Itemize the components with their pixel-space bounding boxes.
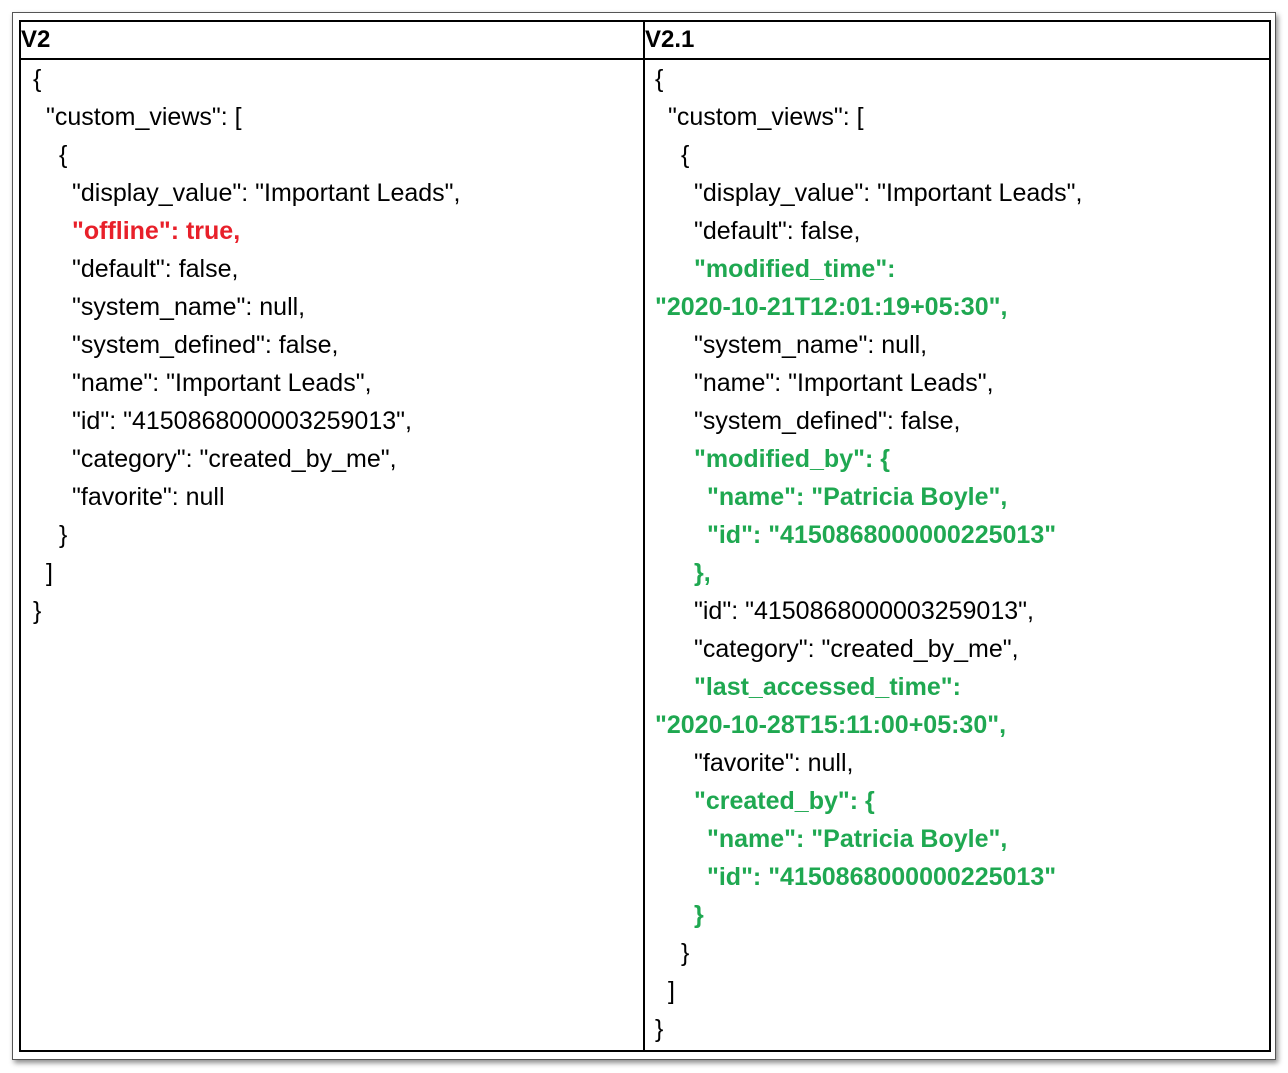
v2-1-code-line: }, xyxy=(694,559,711,587)
v2-1-code-line: "name": "Patricia Boyle", xyxy=(707,825,1008,853)
v2-1-code-line: "custom_views": [ xyxy=(668,103,864,131)
v2-code-line: { xyxy=(33,65,42,93)
v2-1-code-line: { xyxy=(655,65,664,93)
v2-1-code-line: "favorite": null, xyxy=(694,749,854,777)
v2-code-line: "custom_views": [ xyxy=(46,103,242,131)
v2-1-code-line: "last_accessed_time": xyxy=(694,673,961,701)
v2-1-code-line: "id": "4150868000000225013" xyxy=(707,863,1057,891)
header-row: V2 V2.1 xyxy=(19,20,1271,60)
v2-1-code-line: "name": "Important Leads", xyxy=(694,369,994,397)
v2-1-code-line: } xyxy=(655,1015,664,1043)
v2-code-line: "system_defined": false, xyxy=(72,331,339,359)
v2-1-code-line: "2020-10-21T12:01:19+05:30", xyxy=(655,293,1008,321)
v2-1-code-line: ] xyxy=(668,977,675,1005)
v2-1-code-line: "modified_time": xyxy=(694,255,896,283)
v2-code-line: ] xyxy=(46,559,53,587)
v2-1-code-line: "name": "Patricia Boyle", xyxy=(707,483,1008,511)
v2-1-code-line: "display_value": "Important Leads", xyxy=(694,179,1083,207)
comparison-frame: V2 V2.1 {"custom_views": [{"display_valu… xyxy=(12,12,1276,1060)
v2-1-code-line: { xyxy=(681,141,690,169)
v2-code-line: "offline": true, xyxy=(72,217,241,245)
v2-1-code-line: "id": "4150868000003259013", xyxy=(694,597,1034,625)
v2-code-line: } xyxy=(59,521,68,549)
v2-1-code-line: "id": "4150868000000225013" xyxy=(707,521,1057,549)
v2-code-line: "system_name": null, xyxy=(72,293,306,321)
header-v2: V2 xyxy=(19,20,645,60)
v2-1-code-line: } xyxy=(694,901,704,929)
v2-code-line: "name": "Important Leads", xyxy=(72,369,372,397)
v2-1-json-column: {"custom_views": [{"display_value": "Imp… xyxy=(643,58,1271,1052)
v2-1-code-line: "modified_by": { xyxy=(694,445,890,473)
v2-code-line: "id": "4150868000003259013", xyxy=(72,407,412,435)
v2-1-code-line: "default": false, xyxy=(694,217,861,245)
v2-code-line: "favorite": null xyxy=(72,483,225,511)
v2-1-code-line: "system_name": null, xyxy=(694,331,928,359)
v2-code-line: } xyxy=(33,597,42,625)
v2-1-code-line: "created_by": { xyxy=(694,787,875,815)
v2-1-code-line: "category": "created_by_me", xyxy=(694,635,1019,663)
code-row: {"custom_views": [{"display_value": "Imp… xyxy=(19,58,1271,1052)
v2-json-column: {"custom_views": [{"display_value": "Imp… xyxy=(19,58,645,1052)
v2-1-code-line: } xyxy=(681,939,690,967)
v2-code-line: "display_value": "Important Leads", xyxy=(72,179,461,207)
v2-1-code-line: "2020-10-28T15:11:00+05:30", xyxy=(655,711,1007,739)
v2-1-code-line: "system_defined": false, xyxy=(694,407,961,435)
v2-code-line: { xyxy=(59,141,68,169)
header-v2-1: V2.1 xyxy=(643,20,1271,60)
v2-code-line: "category": "created_by_me", xyxy=(72,445,397,473)
version-comparison-table: V2 V2.1 {"custom_views": [{"display_valu… xyxy=(19,20,1271,1052)
v2-code-line: "default": false, xyxy=(72,255,239,283)
